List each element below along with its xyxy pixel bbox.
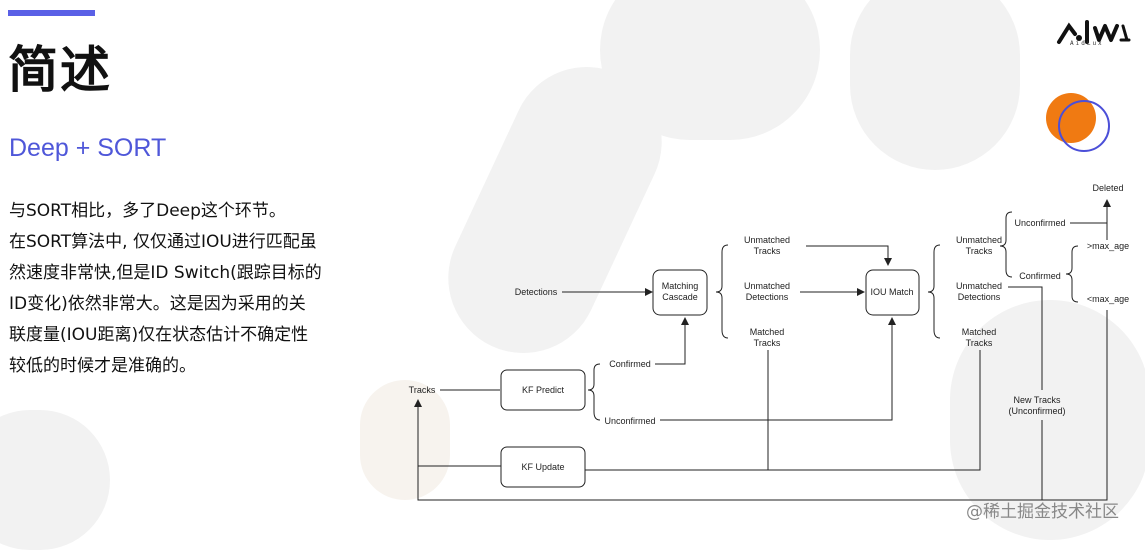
- matched-tracks-label: Matched: [750, 327, 785, 337]
- body-line: 与SORT相比，多了Deep这个环节。: [9, 201, 286, 221]
- body-line: 较低的时候才是准确的。: [9, 356, 196, 376]
- new-tracks-label: New Tracks: [1013, 395, 1061, 405]
- kf-predict-label: KF Predict: [522, 385, 565, 395]
- matching-cascade-label: Cascade: [662, 292, 698, 302]
- unmatched-detections-2-line: [1008, 286, 1043, 390]
- background-shape: [850, 0, 1020, 170]
- aidlux-logo: [1057, 20, 1131, 44]
- kf-predict-box: [500, 369, 586, 411]
- unmatched-tracks-label: Tracks: [754, 246, 781, 256]
- unmatched-tracks-label: Tracks: [966, 246, 993, 256]
- body-text: 与SORT相比，多了Deep这个环节。 在SORT算法中, 仅仅通过IOU进行匹…: [9, 196, 384, 382]
- unmatched-detections-label: Unmatched: [956, 281, 1002, 291]
- new-tracks-label: (Unconfirmed): [1008, 406, 1065, 416]
- cascade-brace: [715, 244, 729, 339]
- body-line: ID变化)依然非常大。这是因为采用的关: [9, 294, 306, 314]
- matched-tracks-2-line: [768, 350, 981, 471]
- iou-match-label: IOU Match: [870, 287, 913, 297]
- tracks-label: Tracks: [409, 385, 436, 395]
- background-shape: [360, 380, 450, 500]
- watermark: @稀土掘金技术社区: [966, 502, 1119, 522]
- accent-bar: [8, 10, 95, 16]
- background-shape: [600, 0, 820, 140]
- logo-text: AidLux: [1070, 40, 1104, 47]
- confirmed-brace: [1065, 245, 1079, 303]
- unmatched-detections-label: Detections: [958, 292, 1001, 302]
- matching-cascade-box: [652, 269, 708, 316]
- body-line: 在SORT算法中, 仅仅通过IOU进行匹配虽: [9, 232, 317, 252]
- unmatched-detections-label: Unmatched: [744, 281, 790, 291]
- matching-cascade-label: Matching: [662, 281, 699, 291]
- background-shape: [0, 410, 110, 550]
- confirmed-arrow: [655, 317, 689, 365]
- detections-label: Detections: [515, 287, 558, 297]
- max-age-label: >max_age: [1087, 241, 1129, 251]
- unmatched-tracks-brace: [999, 211, 1013, 278]
- unconfirmed-arrow: [660, 317, 896, 421]
- kf-update-label: KF Update: [521, 462, 564, 472]
- matched-tracks-label: Matched: [962, 327, 997, 337]
- unmatched-tracks-label: Unmatched: [744, 235, 790, 245]
- deleted-label: Deleted: [1092, 183, 1123, 193]
- unmatched-tracks-arrow: [806, 245, 892, 266]
- unmatched-tracks-label: Unmatched: [956, 235, 1002, 245]
- matched-tracks-label: Tracks: [966, 338, 993, 348]
- page-title: 简述: [8, 41, 112, 99]
- deleted-arrow: [1070, 199, 1111, 224]
- body-line: 然速度非常快,但是ID Switch(跟踪目标的: [9, 263, 322, 283]
- max-age-label: <max_age: [1087, 294, 1129, 304]
- confirmed-label: Confirmed: [609, 359, 651, 369]
- kf-update-box: [500, 446, 586, 488]
- confirmed-label: Confirmed: [1019, 271, 1061, 281]
- unconfirmed-label: Unconfirmed: [1014, 218, 1065, 228]
- predict-brace: [587, 363, 601, 421]
- iou-match-box: [865, 269, 920, 316]
- iou-brace: [927, 244, 941, 339]
- section-subtitle: Deep + SORT: [9, 134, 167, 162]
- blue-ring-decoration: [1058, 100, 1110, 152]
- unmatched-detections-label: Detections: [746, 292, 789, 302]
- matched-tracks-label: Tracks: [754, 338, 781, 348]
- feedback-line: [417, 400, 1108, 501]
- deepsort-flow-diagram: Matching Cascade IOU Match KF Predict KF…: [409, 183, 1129, 501]
- body-line: 联度量(IOU距离)仅在状态估计不确定性: [9, 325, 309, 345]
- unconfirmed-label: Unconfirmed: [604, 416, 655, 426]
